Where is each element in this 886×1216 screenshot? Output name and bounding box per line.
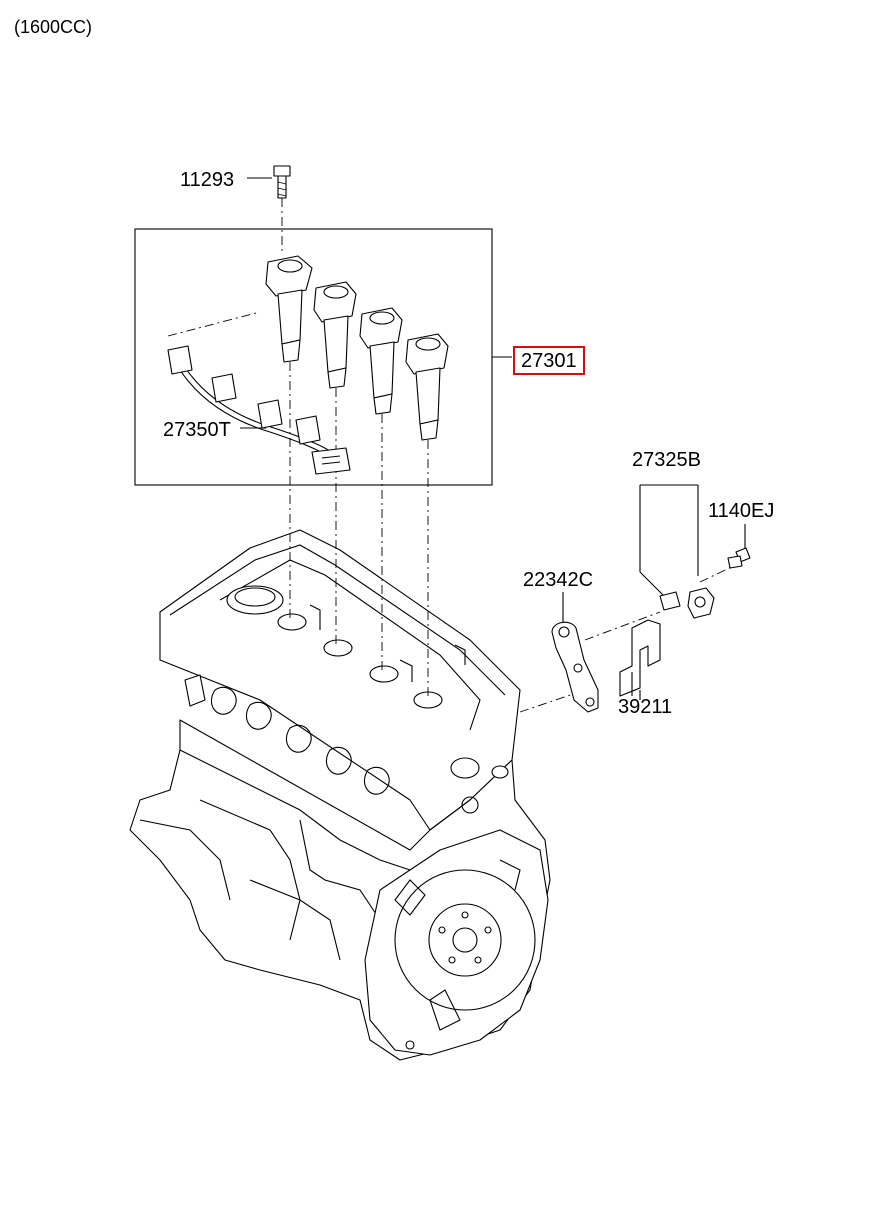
label-wiring-harness-27350t[interactable]: 27350T	[163, 419, 231, 441]
engine-variant-title: (1600CC)	[14, 17, 93, 37]
label-bracket-22342c[interactable]: 22342C	[523, 569, 594, 591]
label-coil-assembly-27301[interactable]: 27301	[513, 346, 585, 375]
bolt-11293-icon	[247, 165, 291, 199]
label-bracket-39211[interactable]: 39211	[618, 696, 673, 718]
ignition-coil-icon	[265, 255, 449, 441]
engine-block	[129, 529, 551, 1061]
label-cam-sensor-27325b[interactable]: 27325B	[632, 449, 701, 471]
wiring-harness-icon	[167, 345, 351, 475]
label-sensor-bolt-1140ej[interactable]: 1140EJ	[708, 500, 775, 522]
bolt-1140ej-icon	[727, 524, 751, 569]
label-bolt-11293[interactable]: 11293	[180, 169, 235, 191]
cam-sensor-icon	[639, 484, 715, 619]
bracket-39211-icon	[619, 619, 661, 700]
bracket-22342c-icon	[551, 592, 599, 713]
